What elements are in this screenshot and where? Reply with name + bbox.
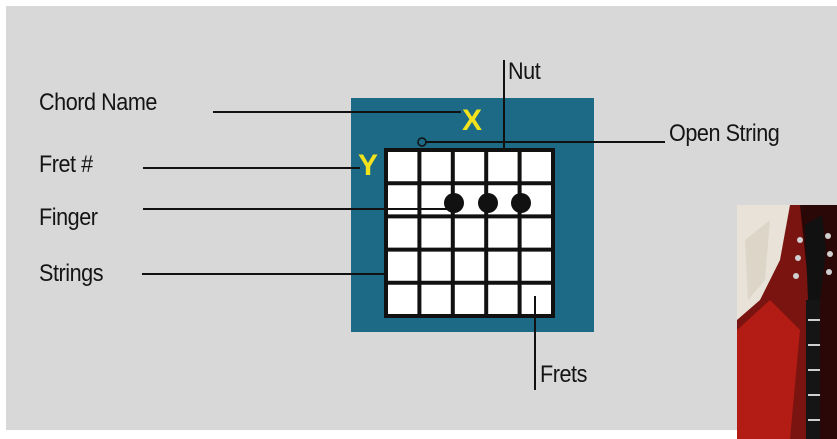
chord-name-label: Chord Name	[39, 89, 157, 116]
grid-lines	[386, 150, 553, 316]
finger-label: Finger	[39, 204, 98, 231]
strings-label: Strings	[39, 260, 104, 287]
frets-label: Frets	[540, 361, 587, 388]
fret-number-label: Fret #	[39, 151, 93, 178]
finger-dot	[478, 193, 498, 213]
fret-number-marker: Y	[358, 149, 379, 182]
open-string-label: Open String	[669, 120, 780, 147]
finger-dot	[444, 193, 464, 213]
fretboard-grid	[384, 148, 555, 318]
nut-label: Nut	[508, 58, 541, 85]
finger-dot	[511, 193, 531, 213]
chord-name-marker: X	[462, 104, 483, 137]
guitar-photo	[737, 205, 837, 439]
